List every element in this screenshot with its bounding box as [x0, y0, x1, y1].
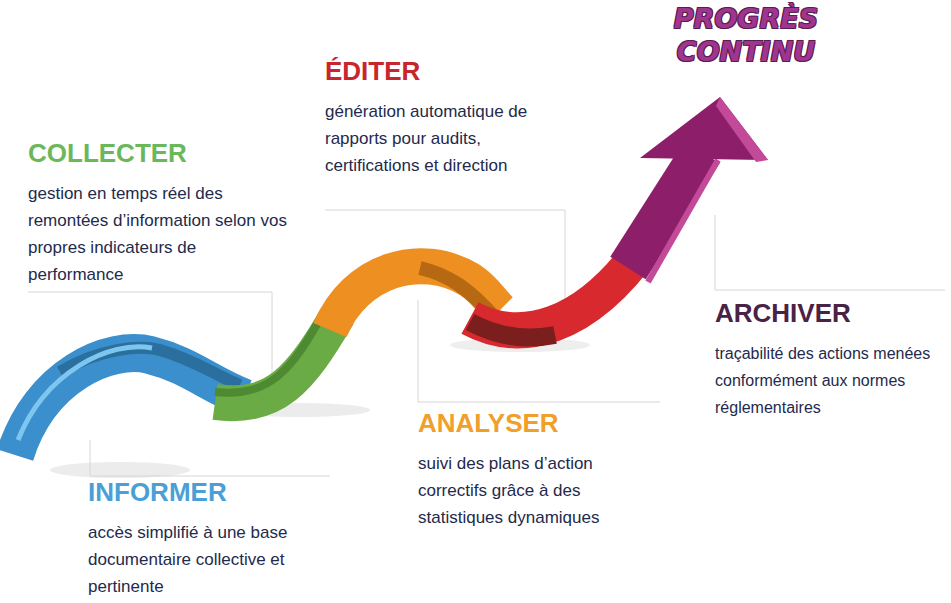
stage-heading: ARCHIVER [715, 298, 947, 328]
ribbon-red-edge [470, 322, 555, 337]
stage-description: suivi des plans d’action correctifs grâc… [418, 450, 658, 531]
stage-block: ANALYSER suivi des plans d’action correct… [418, 408, 658, 531]
stage-description: traçabilité des actions menées conformém… [715, 340, 947, 421]
stage-heading: COLLECTER [28, 138, 290, 168]
arrow-head-light [716, 97, 768, 162]
stage-description: génération automatique de rapports pour … [325, 98, 575, 179]
arrow-shaft-light [648, 160, 718, 282]
stage-block: INFORMER accès simplifié à une base docum… [88, 477, 333, 600]
ribbon-blue-light [18, 347, 152, 440]
stage-block: COLLECTER gestion en temps réel des remon… [28, 138, 290, 288]
title: PROGRÈS CONTINU [636, 2, 856, 68]
ribbon-green-edge [215, 310, 325, 393]
stage-description: gestion en temps réel des remontées d’in… [28, 180, 290, 288]
stage-heading: ANALYSER [418, 408, 658, 438]
ribbon-blue-edge [60, 348, 240, 385]
stage-heading: ÉDITER [325, 56, 575, 86]
stage-block: ÉDITER génération automatique de rapports… [325, 56, 575, 179]
stage-description: accès simplifié à une base documentaire … [88, 519, 333, 600]
stage-heading: INFORMER [88, 477, 333, 507]
stage-block: ARCHIVER traçabilité des actions menées c… [715, 298, 947, 421]
